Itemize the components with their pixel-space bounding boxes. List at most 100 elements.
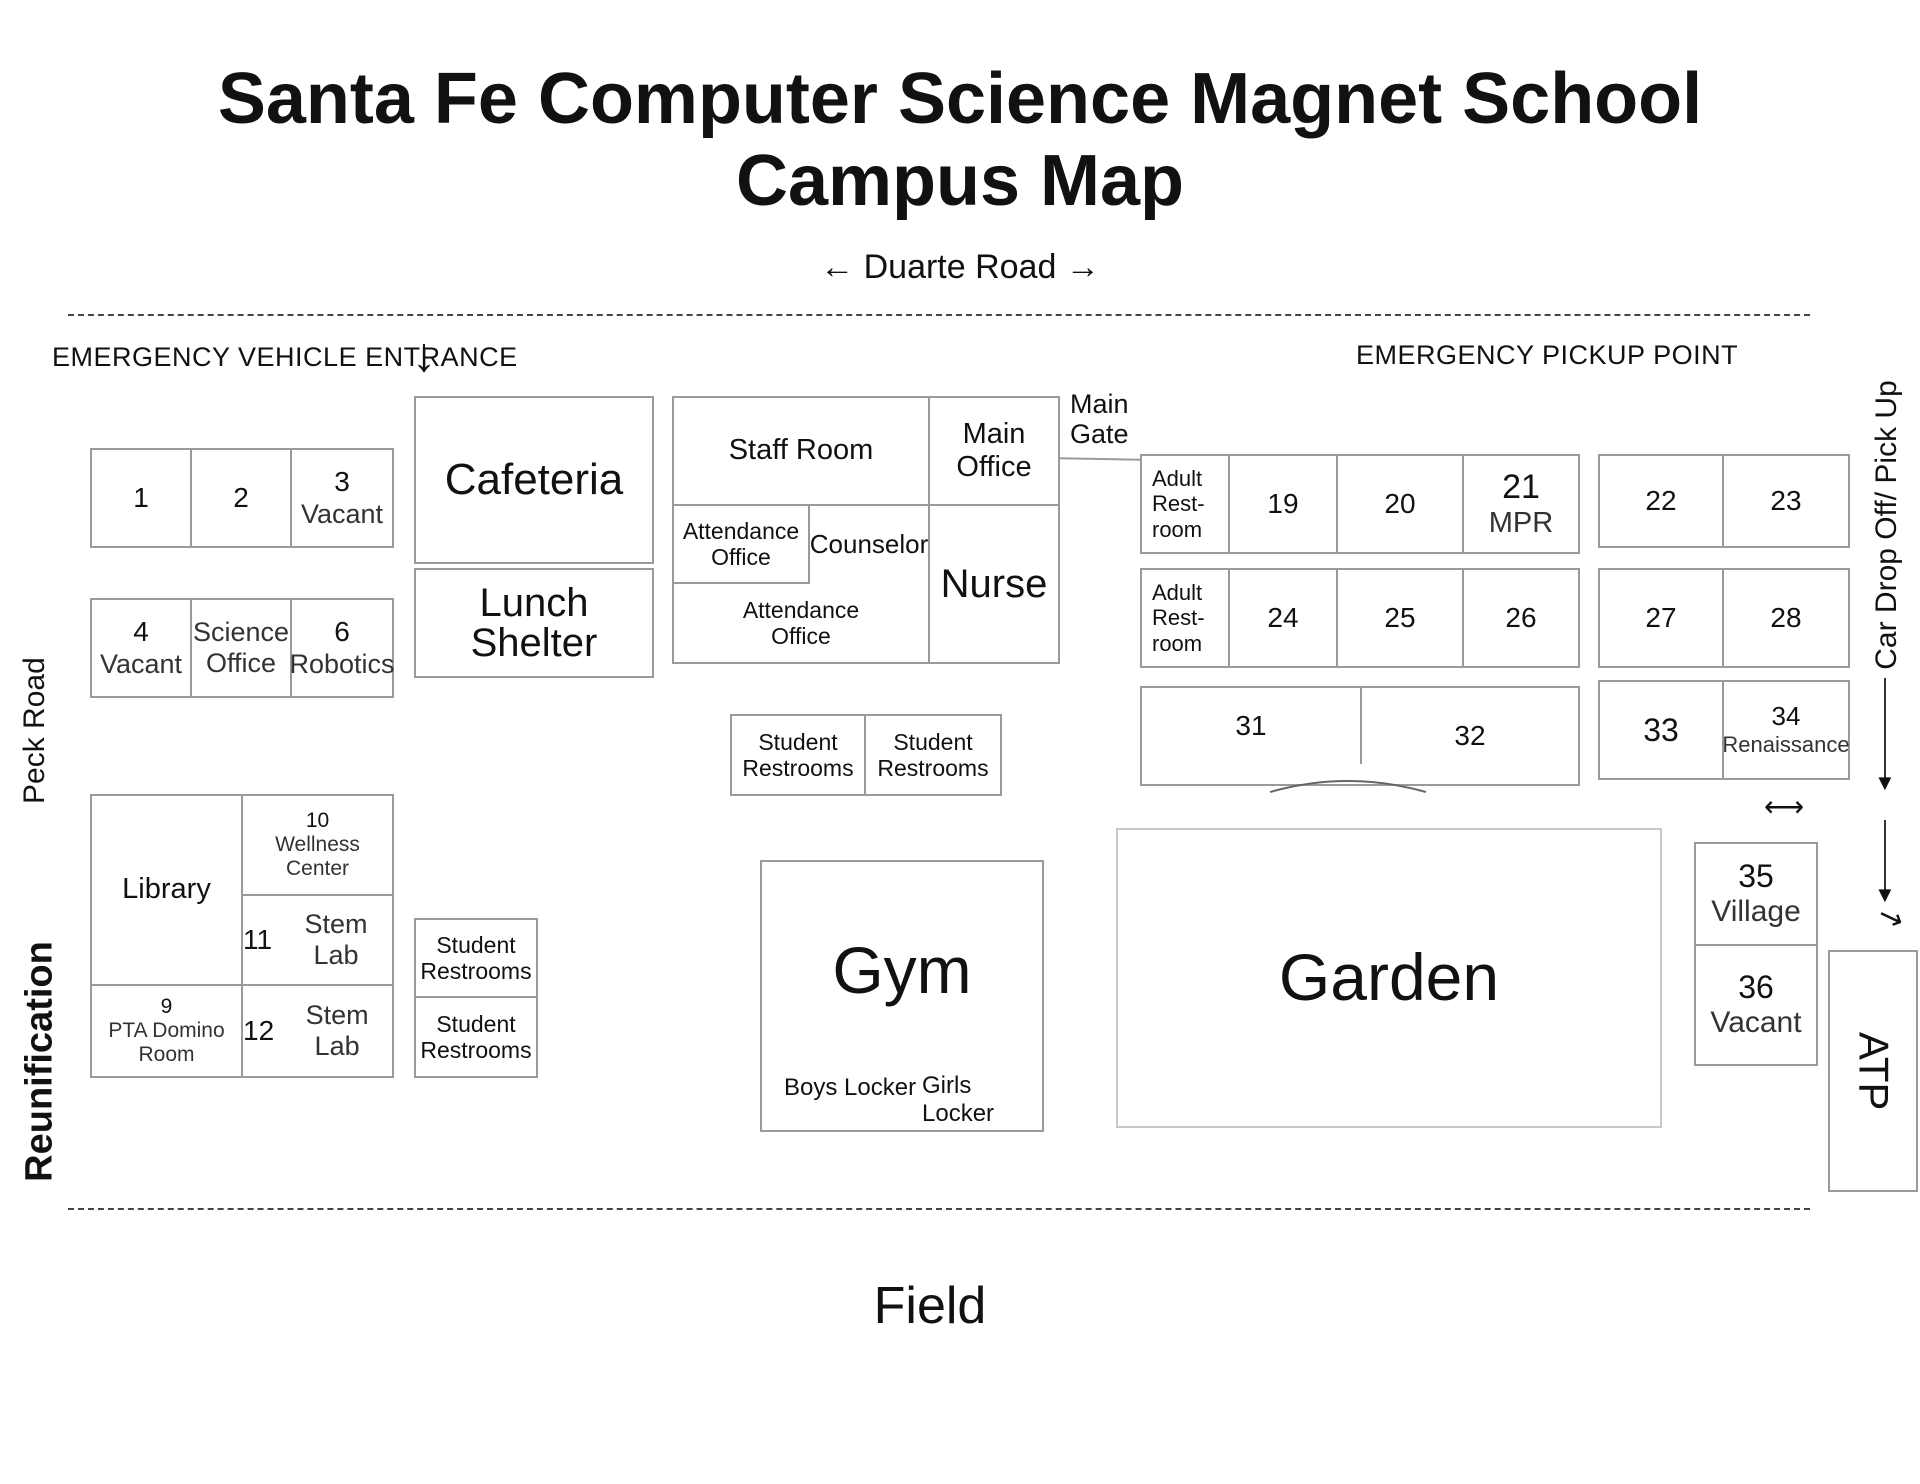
- adult-restroom-2-line1: Adult: [1152, 580, 1203, 606]
- room-1[interactable]: 1: [92, 450, 192, 546]
- room-6-number: 6: [334, 616, 350, 648]
- room-4-number: 4: [133, 616, 149, 648]
- adult-restroom-1-line1: Adult: [1152, 466, 1203, 492]
- emergency-vehicle-entrance: EMERGENCY VEHICLE ENTRANCE: [52, 342, 518, 372]
- room-28[interactable]: 28: [1724, 570, 1848, 666]
- room-22[interactable]: 22: [1600, 456, 1724, 546]
- room-11-number: 11: [243, 923, 273, 955]
- top-boundary: [68, 314, 1810, 316]
- gym-label: Gym: [832, 933, 972, 1007]
- dropoff-arrow-down2-icon: ▼: [1874, 882, 1896, 907]
- room-32[interactable]: 32: [1362, 688, 1578, 784]
- room-9-number: 9: [160, 994, 173, 1018]
- student-restrooms-west-2-line1: Student: [436, 1010, 516, 1037]
- room-35[interactable]: 35 Village: [1696, 844, 1816, 946]
- staff-room-label: Staff Room: [728, 434, 874, 467]
- garden-label: Garden: [1278, 940, 1500, 1015]
- room-27-number: 27: [1645, 601, 1677, 633]
- main-office-line2: Office: [956, 451, 1032, 483]
- room-27[interactable]: 27: [1600, 570, 1724, 666]
- room-11[interactable]: 11 Stem Lab: [243, 896, 392, 986]
- room-31-number: 31: [1235, 709, 1267, 741]
- garden[interactable]: Garden: [1116, 828, 1662, 1128]
- attendance-office-2[interactable]: Attendance Office: [674, 584, 930, 662]
- cafeteria[interactable]: Cafeteria: [414, 396, 654, 564]
- science-office[interactable]: Science Office: [192, 600, 292, 696]
- room-34[interactable]: 34 Renaissance: [1722, 682, 1849, 778]
- lunch-shelter[interactable]: Lunch Shelter: [414, 568, 654, 678]
- attendance-office-1[interactable]: Attendance Office: [674, 506, 810, 584]
- room-20-number: 20: [1384, 487, 1416, 519]
- room-36[interactable]: 36 Vacant: [1696, 946, 1816, 1064]
- main-office[interactable]: Main Office: [930, 398, 1058, 506]
- room-2-number: 2: [233, 481, 249, 513]
- map-title: Santa Fe Computer Science Magnet School: [217, 59, 1703, 139]
- adult-restroom-1[interactable]: Adult Rest- room: [1142, 456, 1230, 552]
- nurse[interactable]: Nurse: [930, 506, 1058, 662]
- student-restrooms-center-2[interactable]: Student Restrooms: [866, 716, 1000, 794]
- staff-room[interactable]: Staff Room: [674, 398, 930, 506]
- room-23[interactable]: 23: [1724, 456, 1848, 546]
- library-label: Library: [122, 873, 211, 906]
- room-2[interactable]: 2: [192, 450, 292, 546]
- room-9[interactable]: 9 PTA Domino Room: [92, 986, 243, 1076]
- attendance-office-1-line2: Office: [711, 544, 771, 570]
- double-arrow-icon: ⟷: [1764, 791, 1805, 822]
- bottom-boundary: [68, 1208, 1810, 1210]
- room-19-number: 19: [1267, 487, 1299, 519]
- adult-restroom-2[interactable]: Adult Rest- room: [1142, 570, 1230, 666]
- counselor[interactable]: Counselor: [810, 506, 930, 584]
- room-3[interactable]: 3 Vacant: [292, 450, 392, 546]
- map-subtitle: Campus Map: [735, 141, 1185, 221]
- room-26-number: 26: [1505, 601, 1537, 633]
- building-rooms-4-6: 4 Vacant Science Office 6 Robotics: [90, 598, 395, 698]
- student-restrooms-west-2[interactable]: Student Restrooms: [416, 998, 536, 1076]
- room-25[interactable]: 25: [1338, 570, 1464, 666]
- room-10[interactable]: 10 Wellness Center: [243, 796, 392, 896]
- room-36-note: Vacant: [1710, 1006, 1802, 1040]
- atp-building[interactable]: ATP: [1828, 950, 1918, 1192]
- room-24[interactable]: 24: [1230, 570, 1338, 666]
- dropoff-line-top: [1884, 678, 1886, 788]
- student-restrooms-center-2-line1: Student: [893, 728, 973, 755]
- room-34-number: 34: [1771, 701, 1801, 732]
- library[interactable]: Library: [92, 796, 243, 986]
- room-25-number: 25: [1384, 601, 1416, 633]
- building-rooms-1-3: 1 2 3 Vacant: [90, 448, 394, 548]
- student-restrooms-west-1-line1: Student: [436, 931, 516, 958]
- room-33[interactable]: 33: [1600, 682, 1724, 778]
- room-35-note: Village: [1711, 895, 1801, 929]
- building-rooms-24-26: Adult Rest- room 24 25 26: [1140, 568, 1580, 668]
- room-21[interactable]: 21 MPR: [1464, 456, 1578, 552]
- room-4[interactable]: 4 Vacant: [92, 600, 192, 696]
- room-12-number: 12: [243, 1014, 275, 1046]
- room-12[interactable]: 12 Stem Lab: [243, 986, 392, 1076]
- building-rooms-31-32: 31 32: [1140, 686, 1580, 786]
- room-31[interactable]: 31: [1142, 688, 1362, 764]
- building-student-restrooms-center: Student Restrooms Student Restrooms: [730, 714, 1002, 796]
- lunch-shelter-line1: Lunch: [479, 581, 589, 625]
- student-restrooms-center-1[interactable]: Student Restrooms: [732, 716, 866, 794]
- room-10-note-line2: Center: [285, 857, 350, 881]
- building-library: Library 10 Wellness Center 11 Stem Lab 9…: [90, 794, 394, 1078]
- room-6[interactable]: 6 Robotics: [289, 600, 394, 696]
- gym[interactable]: Gym Boys Locker Girls Locker: [760, 860, 1044, 1132]
- main-gate[interactable]: Main Gate: [1070, 389, 1129, 449]
- room-26[interactable]: 26: [1464, 570, 1578, 666]
- building-admin: Staff Room Main Office Attendance Office…: [672, 396, 1060, 664]
- student-restrooms-west-1-line2: Restrooms: [420, 958, 532, 984]
- room-20[interactable]: 20: [1338, 456, 1464, 552]
- building-rooms-27-28: 27 28: [1598, 568, 1850, 668]
- nurse-label: Nurse: [940, 562, 1048, 606]
- student-restrooms-center-1-line1: Student: [758, 728, 838, 755]
- main-office-line1: Main: [962, 417, 1026, 450]
- room-32-number: 32: [1454, 719, 1486, 751]
- room-19[interactable]: 19: [1230, 456, 1338, 552]
- atp-label: ATP: [1850, 1031, 1898, 1111]
- student-restrooms-west-1[interactable]: Student Restrooms: [416, 920, 536, 998]
- room-9-note-line2: Room: [138, 1043, 195, 1067]
- room-28-number: 28: [1770, 601, 1802, 633]
- main-gate-line2: Gate: [1070, 418, 1129, 449]
- room-21-number: 21: [1502, 467, 1540, 506]
- building-student-restrooms-west: Student Restrooms Student Restrooms: [414, 918, 538, 1078]
